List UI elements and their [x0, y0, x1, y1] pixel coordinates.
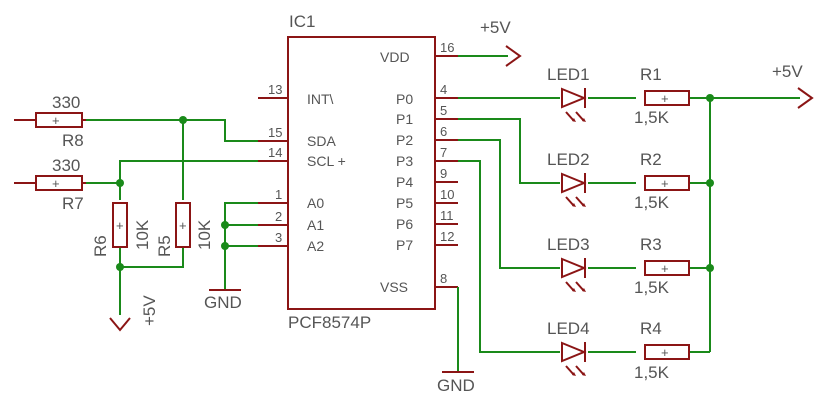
resistor-r6: + [112, 202, 128, 248]
resistor-r7: + [14, 175, 86, 191]
svg-text:+: + [179, 218, 187, 233]
led2 [561, 172, 587, 207]
pin-label-p6: P6 [396, 216, 413, 232]
pin-num-10: 10 [440, 187, 454, 202]
led-rail-supply-arrow [797, 87, 814, 109]
pin-label-p0: P0 [396, 91, 413, 107]
pin-num-2: 2 [275, 209, 282, 224]
ic1-name: IC1 [289, 12, 315, 31]
resistor-r3: + [644, 260, 690, 276]
svg-text:+: + [661, 345, 669, 360]
r1-value: 1,5K [634, 108, 670, 127]
r4-name: R4 [640, 319, 662, 338]
r3-value: 1,5K [634, 278, 670, 297]
pin-num-8: 8 [440, 271, 447, 286]
pullup-supply-label: +5V [140, 295, 159, 326]
pin-label-int: INT\ [307, 91, 334, 107]
svg-text:+: + [661, 261, 669, 276]
gnd-label-vss: GND [437, 376, 475, 395]
ic1-right-leads [435, 55, 458, 288]
vdd-supply-arrow [505, 45, 522, 67]
svg-text:+: + [661, 176, 669, 191]
led3 [561, 257, 587, 292]
pin-num-14: 14 [268, 145, 282, 160]
pullup-supply-arrow [109, 317, 131, 332]
resistor-r8: + [14, 112, 86, 128]
ic1-left-leads [258, 97, 288, 247]
r5-name: R5 [155, 235, 174, 257]
r7-value: 330 [52, 156, 80, 175]
pin-num-3: 3 [275, 230, 282, 245]
led1 [561, 87, 587, 122]
led4 [561, 341, 587, 376]
pin-num-13: 13 [268, 82, 282, 97]
resistor-r5: + [175, 202, 191, 248]
gnd-label-address: GND [204, 293, 242, 312]
r8-value: 330 [52, 93, 80, 112]
pin-label-p4: P4 [396, 174, 413, 190]
pin-num-11: 11 [440, 208, 454, 223]
r2-name: R2 [640, 150, 662, 169]
r2-value: 1,5K [634, 193, 670, 212]
resistor-r4: + [644, 344, 690, 360]
pin-label-p3: P3 [396, 153, 413, 169]
r1-name: R1 [640, 65, 662, 84]
pin-label-p2: P2 [396, 132, 413, 148]
r7-name: R7 [62, 194, 84, 213]
r8-name: R8 [62, 131, 84, 150]
pin-num-4: 4 [440, 82, 447, 97]
pin-label-a2: A2 [307, 238, 324, 254]
ic1-part: PCF8574P [288, 313, 371, 332]
pin-num-6: 6 [440, 124, 447, 139]
pin-label-a0: A0 [307, 195, 324, 211]
pin-label-p1: P1 [396, 111, 413, 127]
pin-label-vss: VSS [380, 279, 408, 295]
pin-label-p7: P7 [396, 237, 413, 253]
led-rail-supply-label: +5V [772, 62, 803, 81]
led2-label: LED2 [547, 150, 590, 169]
svg-text:+: + [116, 218, 124, 233]
r6-value: 10K [133, 219, 152, 250]
svg-text:+: + [52, 176, 60, 191]
pin-num-16: 16 [440, 40, 454, 55]
pin-num-7: 7 [440, 145, 447, 160]
r5-value: 10K [195, 219, 214, 250]
resistor-r2: + [644, 175, 690, 191]
pin-num-5: 5 [440, 103, 447, 118]
vdd-supply-label: +5V [480, 18, 511, 37]
svg-text:+: + [52, 113, 60, 128]
r3-name: R3 [640, 235, 662, 254]
r4-value: 1,5K [634, 363, 670, 382]
pin-label-sda: SDA [307, 133, 336, 149]
led4-label: LED4 [547, 319, 590, 338]
ic1-body [287, 36, 436, 310]
pin-num-1: 1 [275, 187, 282, 202]
pin-label-p5: P5 [396, 195, 413, 211]
svg-text:+: + [661, 91, 669, 106]
pin-label-vdd: VDD [380, 49, 410, 65]
r6-name: R6 [91, 235, 110, 257]
led3-label: LED3 [547, 235, 590, 254]
resistor-r1: + [644, 90, 690, 106]
pin-num-9: 9 [440, 166, 447, 181]
pin-num-15: 15 [268, 125, 282, 140]
pin-num-12: 12 [440, 229, 454, 244]
pin-label-a1: A1 [307, 217, 324, 233]
junctions [116, 94, 714, 272]
pin-label-scl: SCL + [307, 153, 346, 169]
led1-label: LED1 [547, 65, 590, 84]
